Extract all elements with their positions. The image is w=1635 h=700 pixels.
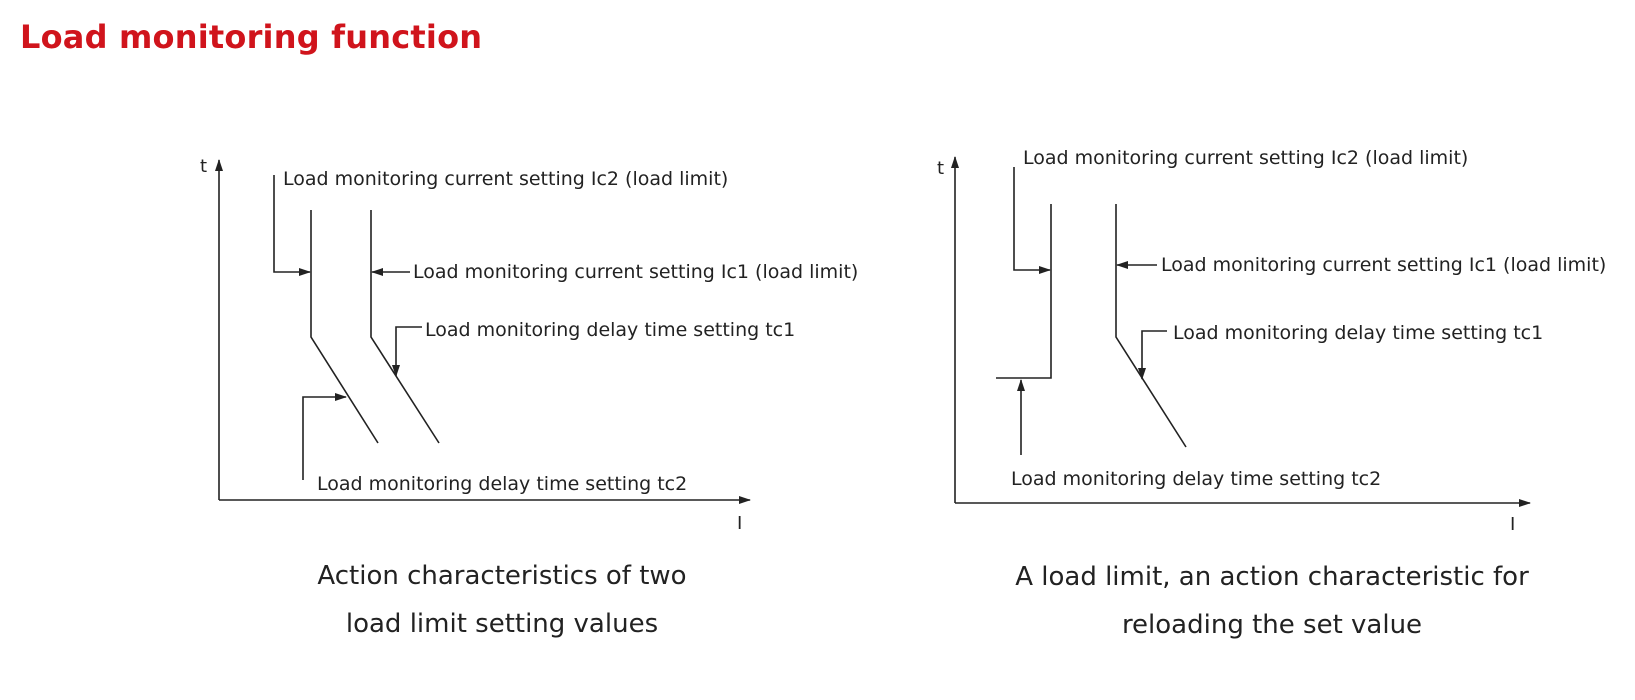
ic2-label: Load monitoring current setting Ic2 (loa… — [1023, 147, 1468, 169]
ic1-label: Load monitoring current setting Ic1 (loa… — [413, 261, 858, 283]
t-axis-label: t — [200, 156, 207, 177]
tc2-label: Load monitoring delay time setting tc2 — [1011, 468, 1381, 490]
ic1-label: Load monitoring current setting Ic1 (loa… — [1161, 254, 1606, 276]
tc2-leader-arrow — [302, 393, 347, 480]
tc1-leader-arrow — [392, 326, 422, 377]
diagram-right: t I Load monitoring current setting Ic2 … — [937, 147, 1606, 640]
tc1-label: Load monitoring delay time setting tc1 — [1173, 322, 1543, 344]
caption-left-line2: load limit setting values — [346, 609, 658, 639]
caption-right-line1: A load limit, an action characteristic f… — [1015, 562, 1529, 592]
tc1-label: Load monitoring delay time setting tc1 — [425, 319, 795, 341]
tc2-label: Load monitoring delay time setting tc2 — [317, 473, 687, 495]
curve-ic2 — [996, 204, 1052, 379]
diagram-left: t I Load monitoring current setting Ic2 … — [200, 156, 858, 639]
i-axis-label: I — [737, 513, 742, 534]
page-title: Load monitoring function — [20, 18, 483, 56]
curve-ic2 — [310, 210, 379, 444]
caption-left-line1: Action characteristics of two — [317, 561, 686, 591]
ic2-label: Load monitoring current setting Ic2 (loa… — [283, 168, 728, 190]
t-axis-label: t — [937, 158, 944, 179]
ic2-leader-arrow — [1013, 167, 1051, 274]
tc1-leader-arrow — [1138, 330, 1167, 380]
caption-right-line2: reloading the set value — [1122, 610, 1422, 640]
ic2-leader-arrow — [273, 175, 311, 276]
i-axis-label: I — [1510, 514, 1515, 535]
curve-ic1 — [370, 210, 440, 444]
curve-ic1 — [1115, 204, 1187, 448]
